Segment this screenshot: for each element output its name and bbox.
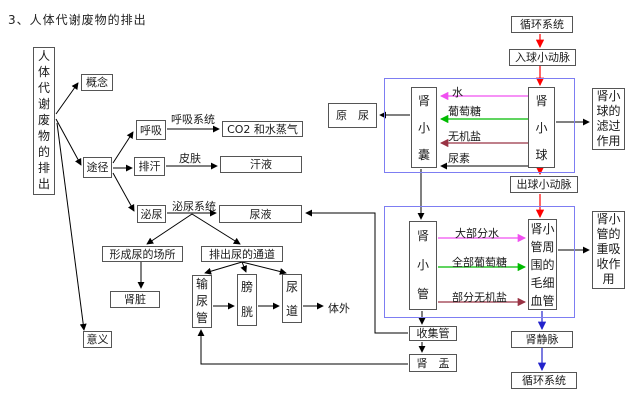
renal-pelvis-node: 肾 盂: [409, 354, 457, 372]
urine-formation-site-node: 形成尿的场所: [102, 246, 183, 262]
water-label: 水: [452, 86, 463, 99]
most-water-label: 大部分水: [455, 227, 499, 240]
filtration-arrows: [439, 91, 528, 148]
urinary-system-label: 泌尿系统: [172, 200, 216, 213]
ureter-node: 输尿管: [192, 275, 212, 328]
co2-water-vapor-node: CO2 和水蒸气: [222, 121, 303, 137]
all-glucose-label: 全部葡萄糖: [452, 256, 507, 269]
glomerulus-frame: [384, 78, 575, 173]
circulatory-system-out-node: 循环系统: [511, 372, 577, 389]
peritubular-capillaries-node: 肾小管周围的毛细血管: [528, 219, 557, 310]
breathing-node: 呼吸: [136, 120, 166, 140]
inorganic-salt-label: 无机盐: [448, 130, 481, 143]
outside-body-label: 体外: [328, 302, 350, 315]
efferent-arteriole-node: 出球小动脉: [510, 176, 578, 193]
respiratory-system-label: 呼吸系统: [171, 113, 215, 126]
collecting-duct-node: 收集管: [409, 326, 457, 341]
skin-label: 皮肤: [179, 152, 201, 165]
main-topic-node: 人体代谢废物的排出: [33, 47, 55, 195]
concept-node: 概念: [81, 74, 113, 91]
reabsorption-arrows: [438, 233, 527, 307]
glucose-label: 葡萄糖: [448, 105, 481, 118]
renal-vein-node: 肾静脉: [511, 331, 573, 348]
primary-urine-node: 原 尿: [328, 103, 377, 128]
glomerular-filtration-note: 肾小球的滤过作用: [592, 88, 625, 150]
urethra-node: 尿道: [282, 274, 302, 323]
afferent-arteriole-node: 入球小动脉: [509, 49, 576, 66]
black-arrows: [55, 82, 590, 365]
renal-capsule-node: 肾小囊: [411, 87, 437, 168]
urination-node: 泌尿: [137, 205, 166, 223]
pathway-node: 途径: [83, 157, 112, 178]
urea-label: 尿素: [448, 152, 470, 165]
urine-discharge-channel-node: 排出尿的通道: [201, 246, 283, 262]
some-inorganic-salt-label: 部分无机盐: [452, 291, 507, 304]
meaning-node: 意义: [83, 331, 112, 348]
kidney-node: 肾脏: [110, 291, 160, 308]
circulatory-system-in-node: 循环系统: [511, 16, 573, 33]
sweating-node: 排汗: [134, 157, 165, 176]
glomerulus-node: 肾小球: [528, 87, 555, 168]
page-title: 3、人体代谢废物的排出: [8, 13, 147, 27]
bladder-node: 膀胱: [237, 274, 257, 326]
sweat-node: 汗液: [220, 156, 302, 173]
urine-node: 尿液: [219, 205, 302, 223]
tubule-frame: [384, 206, 575, 318]
tubular-reabsorption-note: 肾小管的重吸收作用: [592, 211, 625, 289]
renal-tubule-node: 肾小管: [409, 221, 437, 310]
